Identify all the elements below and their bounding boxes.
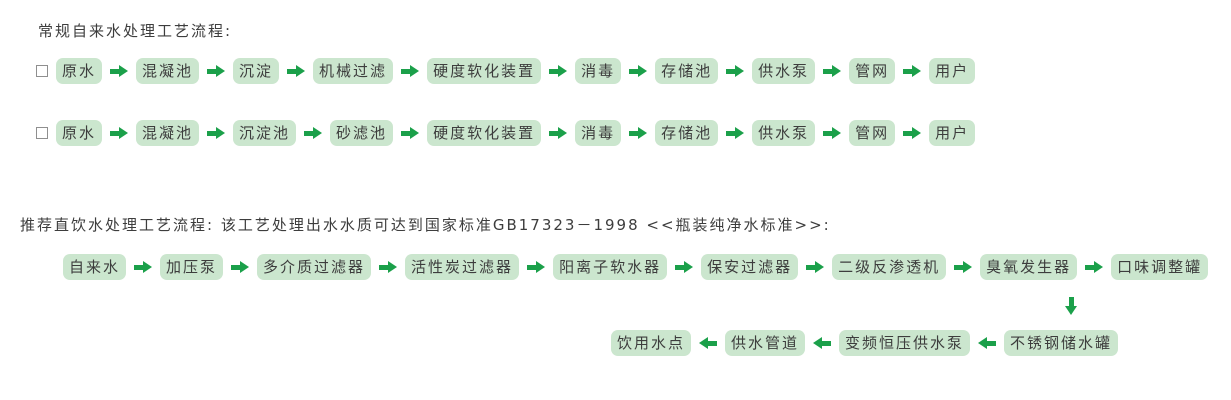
flow-steps-recommended-forward: 自来水 加压泵 多介质过滤器 活性炭过滤器 阳离子软水器 保安过滤器 二级反渗透机 臭氧发生器…: [63, 254, 1209, 280]
arrow-left-icon: [978, 337, 996, 349]
flow-step-box: 供水泵: [752, 120, 816, 146]
arrow-right-icon: [287, 65, 305, 77]
flow-step-box: 硬度软化装置: [427, 58, 542, 84]
arrow-right-icon: [823, 65, 841, 77]
arrow-right-icon: [207, 127, 225, 139]
flow-step-box: 沉淀池: [233, 120, 297, 146]
flow-step-box: 沉淀: [233, 58, 280, 84]
arrow-right-icon: [379, 261, 397, 273]
flow-step-box: 存储池: [655, 58, 719, 84]
flow-step-box: 消毒: [575, 120, 622, 146]
arrow-left-icon: [813, 337, 831, 349]
arrow-right-icon: [726, 65, 744, 77]
flow-step-box: 供水管道: [724, 330, 805, 356]
arrow-right-icon: [304, 127, 322, 139]
arrow-right-icon: [954, 261, 972, 273]
arrow-right-icon: [629, 65, 647, 77]
arrow-right-icon: [903, 127, 921, 139]
arrow-down-icon: [1065, 297, 1077, 315]
arrow-right-icon: [134, 261, 152, 273]
flow-step-box: 硬度软化装置: [427, 120, 542, 146]
flow-step-box: 原水: [56, 58, 103, 84]
arrow-right-icon: [549, 127, 567, 139]
arrow-right-icon: [527, 261, 545, 273]
arrow-right-icon: [207, 65, 225, 77]
flow-step-box: 阳离子软水器: [553, 254, 668, 280]
arrow-right-icon: [110, 65, 128, 77]
flow-step-box: 保安过滤器: [701, 254, 799, 280]
flow-step-box: 用户: [929, 120, 976, 146]
arrow-right-icon: [806, 261, 824, 273]
flow-step-box: 消毒: [575, 58, 622, 84]
flow-step-box: 原水: [56, 120, 103, 146]
flow-step-box: 二级反渗透机: [832, 254, 947, 280]
arrow-right-icon: [675, 261, 693, 273]
arrow-right-icon: [549, 65, 567, 77]
flow-step-box: 混凝池: [136, 120, 200, 146]
flow-step-box: 饮用水点: [610, 330, 691, 356]
flow-steps-conventional-2: 原水 混凝池 沉淀池 砂滤池 硬度软化装置 消毒 存储池 供水泵 管网 用户: [56, 120, 976, 146]
flow-step-box: 自来水: [63, 254, 127, 280]
arrow-right-icon: [231, 261, 249, 273]
flow-row-conventional-1: 原水 混凝池 沉淀 机械过滤 硬度软化装置 消毒 存储池 供水泵 管网 用户: [36, 58, 976, 84]
flow-step-box: 变频恒压供水泵: [838, 330, 970, 356]
flow-step-box: 存储池: [655, 120, 719, 146]
flow-step-box: 管网: [849, 58, 896, 84]
flow-steps-conventional-1: 原水 混凝池 沉淀 机械过滤 硬度软化装置 消毒 存储池 供水泵 管网 用户: [56, 58, 976, 84]
flow-step-box: 砂滤池: [330, 120, 394, 146]
arrow-right-icon: [401, 65, 419, 77]
section-title-conventional: 常规自来水处理工艺流程:: [38, 22, 233, 40]
section-title-recommended: 推荐直饮水处理工艺流程: 该工艺处理出水水质可达到国家标准GB17323－199…: [20, 216, 831, 234]
flow-step-box: 供水泵: [752, 58, 816, 84]
flow-steps-recommended-return: 饮用水点 供水管道 变频恒压供水泵 不锈钢储水罐: [610, 330, 1118, 356]
flow-step-box: 不锈钢储水罐: [1003, 330, 1118, 356]
flow-row-recommended-return: 饮用水点 供水管道 变频恒压供水泵 不锈钢储水罐: [610, 330, 1118, 356]
flow-step-box: 管网: [849, 120, 896, 146]
flow-step-box: 口味调整罐: [1111, 254, 1209, 280]
flow-step-box: 机械过滤: [313, 58, 394, 84]
flow-step-box: 用户: [929, 58, 976, 84]
checkbox-icon: [36, 65, 48, 77]
flow-row-conventional-2: 原水 混凝池 沉淀池 砂滤池 硬度软化装置 消毒 存储池 供水泵 管网 用户: [36, 120, 976, 146]
checkbox-icon: [36, 127, 48, 139]
arrow-right-icon: [823, 127, 841, 139]
arrow-right-icon: [1085, 261, 1103, 273]
arrow-right-icon: [629, 127, 647, 139]
arrow-right-icon: [726, 127, 744, 139]
arrow-right-icon: [903, 65, 921, 77]
flow-step-box: 活性炭过滤器: [405, 254, 520, 280]
arrow-right-icon: [110, 127, 128, 139]
flow-step-box: 臭氧发生器: [980, 254, 1078, 280]
flow-step-box: 多介质过滤器: [257, 254, 372, 280]
arrow-right-icon: [401, 127, 419, 139]
arrow-left-icon: [699, 337, 717, 349]
flow-step-box: 混凝池: [136, 58, 200, 84]
flow-row-recommended-forward: 自来水 加压泵 多介质过滤器 活性炭过滤器 阳离子软水器 保安过滤器 二级反渗透机 臭氧发生器…: [63, 254, 1209, 280]
flow-step-box: 加压泵: [160, 254, 224, 280]
